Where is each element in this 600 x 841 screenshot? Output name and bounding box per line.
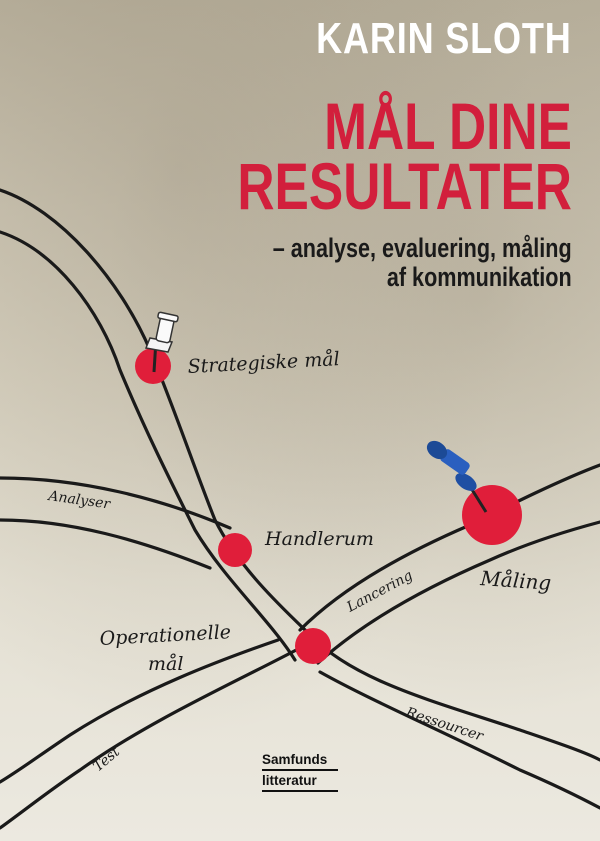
road-edge xyxy=(316,520,600,665)
label-analyser: Analyser xyxy=(45,488,112,513)
road-edge xyxy=(0,230,297,662)
book-subtitle-line-1: – analyse, evaluering, måling xyxy=(273,233,572,263)
marker-handlerum xyxy=(218,533,252,567)
publisher-name-line-2: litteratur xyxy=(262,773,317,788)
road-edge xyxy=(0,646,302,830)
white-pushpin-icon xyxy=(144,311,179,373)
label-handlerum: Handlerum xyxy=(264,528,374,550)
road-edge xyxy=(0,476,232,530)
road-edge xyxy=(318,670,600,810)
road-edge xyxy=(303,628,600,762)
label-operationelle: Operationelle xyxy=(99,621,231,650)
book-subtitle: – analyse, evaluering, måling af kommuni… xyxy=(273,234,572,292)
road-edge xyxy=(298,463,600,632)
publisher-name-line-1: Samfunds xyxy=(262,752,328,767)
book-title-line-1: MÅL DINE xyxy=(324,89,572,163)
marker-maaling xyxy=(462,485,522,545)
label-strategiske-maal: Strategiske mål xyxy=(187,348,340,378)
label-ressourcer: Ressourcer xyxy=(403,704,486,745)
author-name: KARIN SLOTH xyxy=(316,14,572,63)
label-maaling: Måling xyxy=(479,566,552,595)
book-title-line-2: RESULTATER xyxy=(237,149,572,223)
publisher-logo: Samfunds litteratur xyxy=(262,752,338,794)
marker-operationelle xyxy=(295,628,331,664)
book-subtitle-line-2: af kommunikation xyxy=(387,262,572,292)
road-edge xyxy=(0,518,212,570)
road-edge xyxy=(0,188,307,632)
label-operationelle-maal: mål xyxy=(148,653,183,675)
publisher-divider xyxy=(262,790,338,792)
blue-pushpin-icon xyxy=(426,440,488,513)
road-edge xyxy=(0,638,280,784)
publisher-divider xyxy=(262,769,338,771)
label-lancering: Lancering xyxy=(343,568,415,616)
book-title: MÅL DINE RESULTATER xyxy=(237,89,572,223)
label-test: Test xyxy=(90,744,123,775)
